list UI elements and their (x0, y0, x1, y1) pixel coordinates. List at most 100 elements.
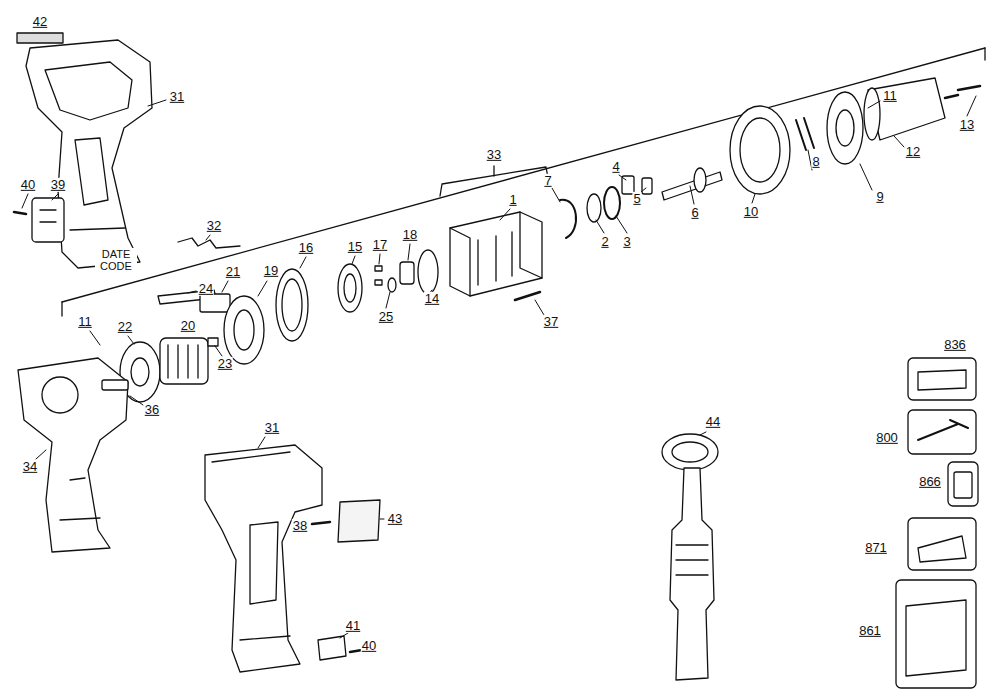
callout-number: 34 (22, 460, 38, 474)
leader-line-part (868, 101, 880, 108)
gear-parts-part (740, 118, 780, 182)
callout-number: 866 (918, 475, 942, 489)
callout-number: 11 (77, 315, 93, 329)
housing-half-part (70, 228, 125, 230)
gear-housing-part (450, 212, 542, 296)
callout-number: 800 (875, 431, 899, 445)
callout-number: 39 (50, 178, 66, 192)
gear-parts-part (796, 118, 814, 150)
leader-line-part (967, 96, 976, 116)
housing-half-part (75, 138, 108, 205)
housing-half-part (26, 40, 152, 268)
leader-line-part (380, 519, 384, 520)
clip (14, 198, 64, 242)
accessory-box-part (908, 518, 976, 570)
leader-line-part (340, 633, 348, 638)
callout-number: 19 (263, 264, 279, 278)
side-handle-part (662, 434, 718, 470)
callout-number: 32 (206, 219, 222, 233)
callout-number: 17 (372, 238, 388, 252)
leader-line-part (130, 396, 143, 405)
motor-parts-part (160, 338, 208, 384)
leader-line-part (258, 437, 265, 448)
leader-line-part (352, 256, 355, 264)
accessory-box-part (948, 462, 978, 506)
callout-number: 41 (345, 619, 361, 633)
motor-parts-part (338, 264, 362, 312)
callout-number: 38 (292, 519, 308, 533)
accessory-box (896, 358, 978, 688)
leader-line-part (552, 188, 560, 202)
callout-number: 16 (298, 241, 314, 255)
gear-parts-part (587, 194, 601, 222)
leader-line-part (379, 254, 380, 264)
gear-parts-part (836, 110, 854, 146)
callout-number: 15 (347, 240, 363, 254)
callout-number: 31 (169, 90, 185, 104)
motor-parts-part (388, 278, 396, 292)
clip (318, 636, 362, 660)
motor-parts-part (208, 338, 218, 346)
accessory-box-part (918, 420, 968, 440)
motor-parts-part (131, 358, 149, 386)
leader-line-part (36, 450, 46, 459)
assembly-bracket-part (61, 302, 62, 316)
callout-number: 871 (864, 541, 888, 555)
gear-parts-part (730, 106, 790, 194)
callout-number: 1 (508, 193, 517, 207)
accessory-box-part (906, 600, 966, 676)
assembly-bracket-part (493, 166, 494, 176)
callout-number: 33 (486, 148, 502, 162)
motor-parts-part (224, 296, 264, 364)
leader-line-part (386, 292, 390, 308)
assembly-bracket (62, 48, 985, 316)
callout-number: 13 (959, 118, 975, 132)
gear-housing-part (478, 232, 512, 285)
leader-line-part (222, 281, 228, 292)
accessory-box-part (918, 536, 966, 562)
leader-line-part (52, 194, 58, 200)
housing-part (205, 445, 322, 672)
callout-number: 2 (600, 235, 609, 249)
callout-number: 40 (361, 639, 377, 653)
housing (205, 445, 380, 672)
gear-parts-part (864, 88, 880, 140)
gear-parts-part (945, 86, 980, 98)
callout-number: 37 (543, 315, 559, 329)
callout-number: 861 (858, 624, 882, 638)
accessory-box-part (908, 410, 976, 454)
leader-line-part (148, 100, 166, 106)
callout-number: 43 (387, 512, 403, 526)
motor-parts-part (276, 269, 308, 341)
callout-number: 40 (20, 178, 36, 192)
motor-parts-part (168, 345, 198, 378)
motor-parts-part (418, 250, 438, 294)
callout-number: 10 (743, 205, 759, 219)
gear-housing-part (450, 212, 542, 296)
housing-half-part (102, 380, 128, 390)
housing-half-part (60, 478, 100, 520)
leader-line-part (535, 300, 544, 315)
date-code-label: DATE CODE (95, 248, 137, 272)
motor-parts-part (375, 280, 382, 285)
housing-half-part (18, 358, 128, 552)
housing-half-part (45, 62, 132, 120)
callout-number: 31 (264, 421, 280, 435)
leader-line-part (860, 164, 872, 190)
callout-number: 24 (198, 282, 214, 296)
side-handle (662, 434, 718, 680)
leader-line-part (619, 175, 626, 180)
leader-line-part (408, 244, 410, 260)
accessory-box-part (918, 370, 966, 390)
motor-parts-part (234, 310, 254, 350)
callout-number: 22 (117, 320, 133, 334)
gear-parts-part (560, 200, 576, 238)
housing-half (17, 33, 152, 268)
gear-parts (560, 78, 980, 238)
clip-part (40, 210, 56, 222)
callout-number: 11 (882, 89, 898, 103)
motor-parts-part (375, 266, 382, 271)
callout-number: 9 (875, 190, 884, 204)
callout-number: 21 (225, 265, 241, 279)
callout-number: 5 (632, 192, 641, 206)
